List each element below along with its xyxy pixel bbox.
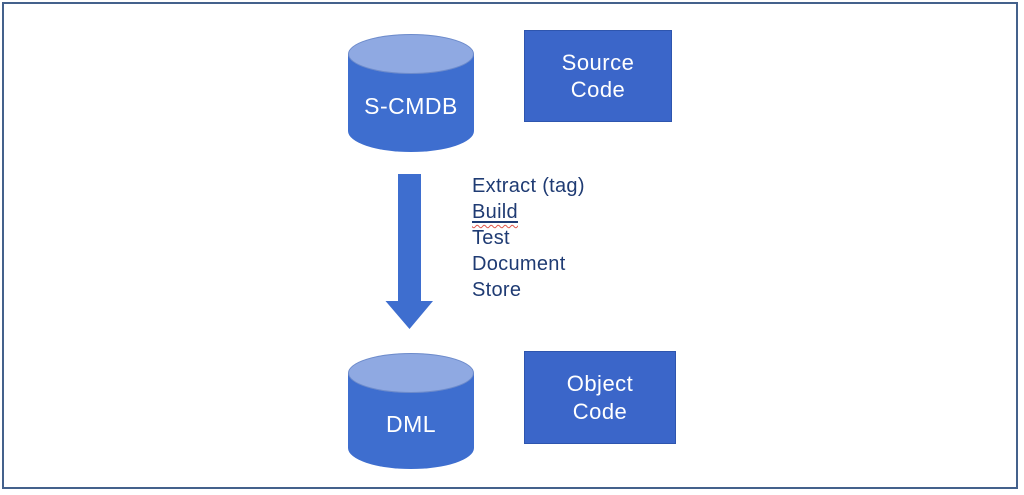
down-arrow-icon — [385, 174, 433, 329]
step-store: Store — [472, 279, 522, 301]
cylinder-top-ellipse — [348, 353, 474, 393]
s-cmdb-label: S-CMDB — [364, 92, 458, 119]
step-build: Build — [472, 199, 585, 225]
dml-database-cylinder: DML — [348, 353, 474, 469]
build-label: Build — [472, 201, 518, 223]
source-code-label: Source Code — [561, 49, 635, 103]
slide-frame: S-CMDB Source Code Extract (tag) Build T… — [2, 2, 1018, 489]
object-code-box: Object Code — [524, 351, 676, 444]
cylinder-top-ellipse — [348, 34, 474, 74]
process-steps-list: Extract (tag) Build Test Document Store — [472, 173, 585, 303]
object-code-label: Object Code — [566, 371, 634, 424]
step-extract-tag: Extract (tag) — [472, 175, 585, 197]
s-cmdb-database-cylinder: S-CMDB — [348, 34, 474, 152]
step-test: Test — [472, 227, 510, 249]
down-arrow-shape — [385, 174, 433, 329]
source-code-box: Source Code — [524, 30, 672, 122]
build-spellcheck-underline: Build — [472, 201, 518, 223]
dml-label: DML — [385, 410, 437, 437]
step-document: Document — [472, 253, 566, 275]
